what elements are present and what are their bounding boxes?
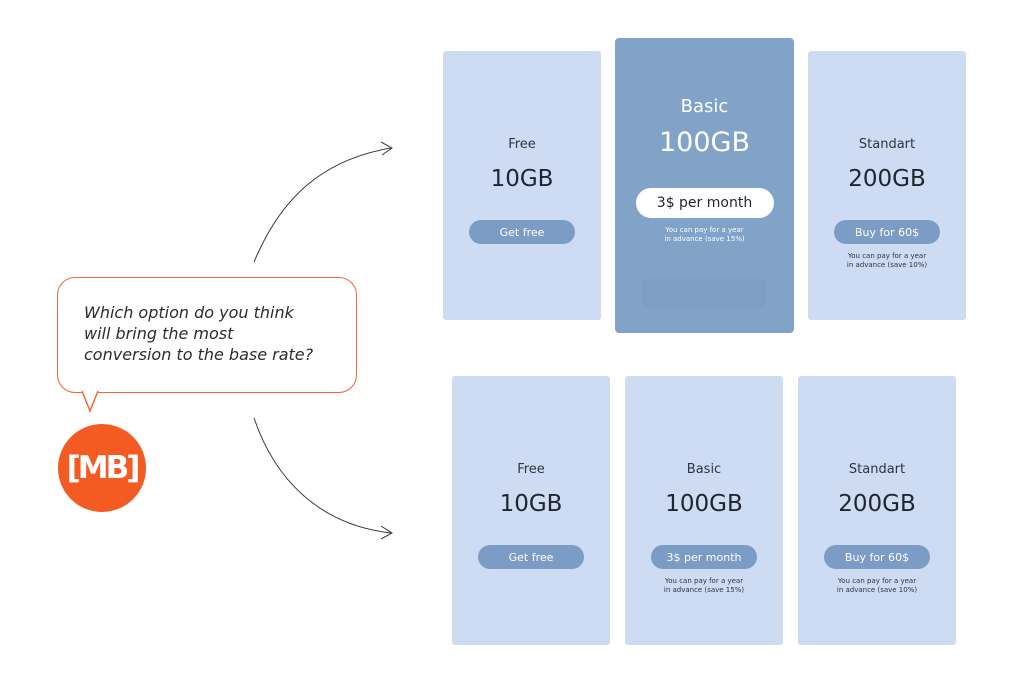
buy-year-button[interactable]: Buy for 60$ <box>834 220 940 244</box>
plan-note: You can pay for a year in advance (save … <box>846 252 928 269</box>
plan-name: Basic <box>686 462 722 477</box>
question-text: Which option do you think will bring the… <box>84 303 314 364</box>
placeholder-block <box>641 279 767 307</box>
top-card-free: Free 10GB Get free <box>443 51 601 320</box>
question-bubble: Which option do you think will bring the… <box>57 277 357 393</box>
plan-note: You can pay for a year in advance (save … <box>664 226 745 243</box>
plan-size: 100GB <box>659 127 750 158</box>
mb-logo: [MB] <box>58 424 146 512</box>
plan-name: Free <box>508 137 536 152</box>
arrow-down <box>253 417 393 540</box>
buy-year-button[interactable]: Buy for 60$ <box>824 545 930 569</box>
plan-size: 10GB <box>490 166 554 192</box>
get-free-button[interactable]: Get free <box>478 545 584 569</box>
plan-name: Standart <box>858 137 916 152</box>
bottom-card-basic: Basic 100GB 3$ per month You can pay for… <box>625 376 783 645</box>
bubble-tail <box>81 391 99 413</box>
get-free-button[interactable]: Get free <box>469 220 575 244</box>
plan-name: Standart <box>848 462 906 477</box>
subscribe-monthly-button[interactable]: 3$ per month <box>635 188 774 218</box>
plan-size: 100GB <box>665 491 743 517</box>
subscribe-monthly-button[interactable]: 3$ per month <box>651 545 757 569</box>
bottom-card-standart: Standart 200GB Buy for 60$ You can pay f… <box>798 376 956 645</box>
plan-size: 200GB <box>848 166 926 192</box>
bottom-card-free: Free 10GB Get free <box>452 376 610 645</box>
plan-note: You can pay for a year in advance (save … <box>663 577 745 594</box>
top-card-basic: Basic 100GB 3$ per month You can pay for… <box>615 38 794 333</box>
top-card-standart: Standart 200GB Buy for 60$ You can pay f… <box>808 51 966 320</box>
plan-size: 200GB <box>838 491 916 517</box>
plan-name: Basic <box>680 96 729 117</box>
logo-text: [MB] <box>66 450 141 486</box>
plan-note: You can pay for a year in advance (save … <box>836 577 918 594</box>
plan-name: Free <box>517 462 545 477</box>
arrow-up <box>253 141 393 263</box>
plan-size: 10GB <box>499 491 563 517</box>
